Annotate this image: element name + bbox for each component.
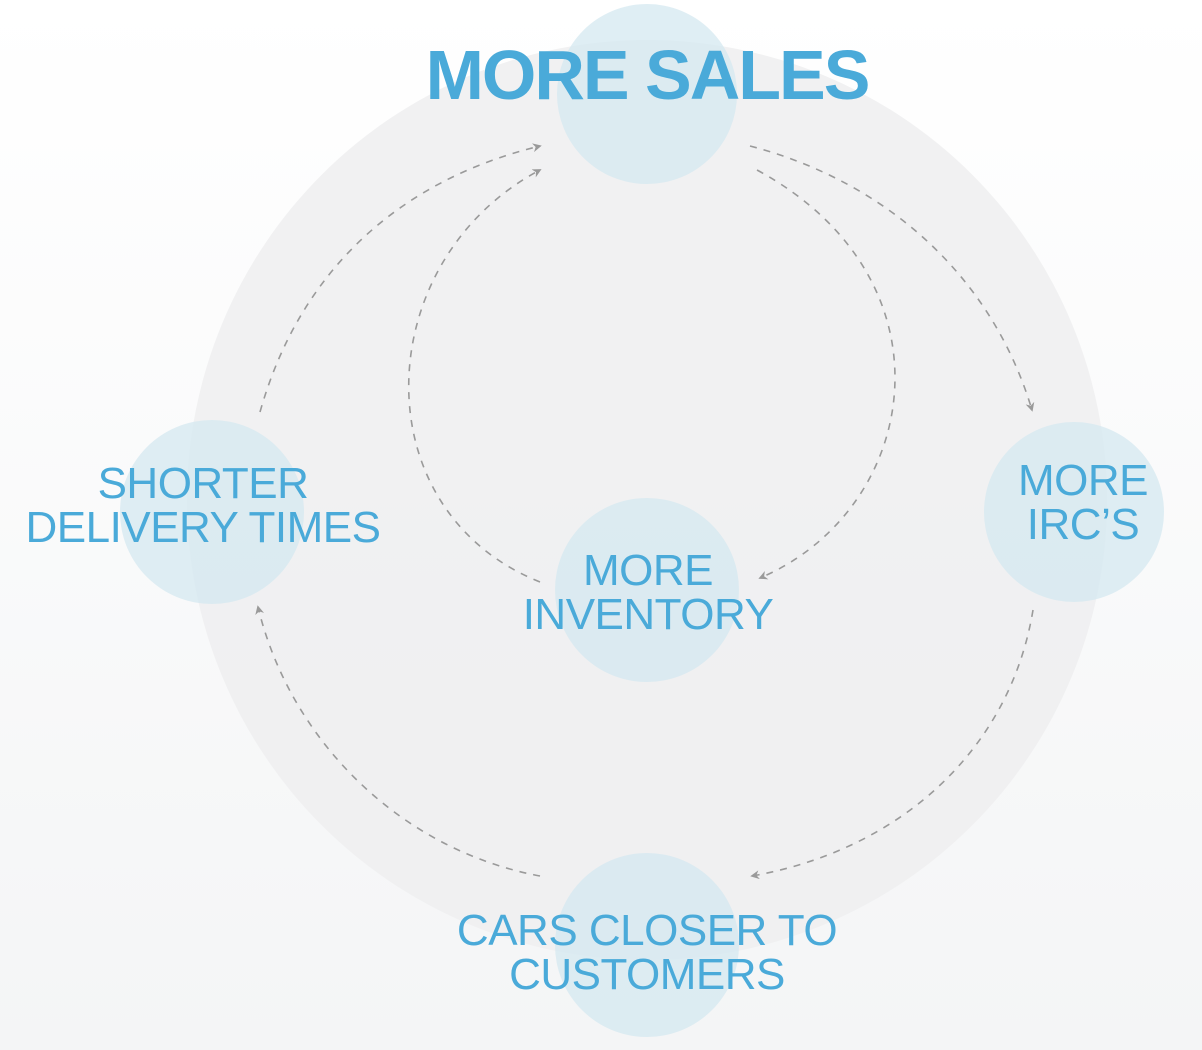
node-circle-shorter-delivery xyxy=(120,420,304,604)
arrow-shorter-to-sales xyxy=(259,143,542,413)
arrow-inventory-to-sales xyxy=(407,169,542,583)
node-label-line: MORE SALES xyxy=(425,36,871,114)
node-label-line: CARS CLOSER TO xyxy=(456,906,838,955)
node-circle-more-sales xyxy=(557,4,737,184)
node-label-line: IRC’S xyxy=(1026,500,1140,549)
node-label-more-ircs: MORE IRC’S xyxy=(1018,456,1149,549)
node-label-more-sales: MORE SALES xyxy=(425,36,871,114)
node-label-line: DELIVERY TIMES xyxy=(25,503,381,552)
arrow-sales-to-ircs xyxy=(749,145,1035,412)
node-label-more-inventory: MORE INVENTORY xyxy=(523,549,774,637)
node-label-shorter-delivery-times: SHORTER DELIVERY TIMES xyxy=(26,462,381,550)
node-label-line: MORE xyxy=(582,546,713,595)
node-circle-cars-closer xyxy=(555,853,739,1037)
arrow-sales-to-inventory xyxy=(756,169,896,580)
node-label-line: MORE xyxy=(1018,456,1149,505)
node-label-cars-closer-to-customers: CARS CLOSER TO CUSTOMERS xyxy=(456,906,838,999)
node-circle-more-inventory xyxy=(555,498,739,682)
arrow-ircs-to-cars xyxy=(750,609,1034,880)
arrow-cars-to-shorter xyxy=(255,605,541,877)
node-circle-more-ircs xyxy=(984,422,1164,602)
node-label-line: INVENTORY xyxy=(522,590,774,639)
node-label-line: SHORTER xyxy=(97,459,309,508)
node-label-line: CUSTOMERS xyxy=(509,950,785,999)
